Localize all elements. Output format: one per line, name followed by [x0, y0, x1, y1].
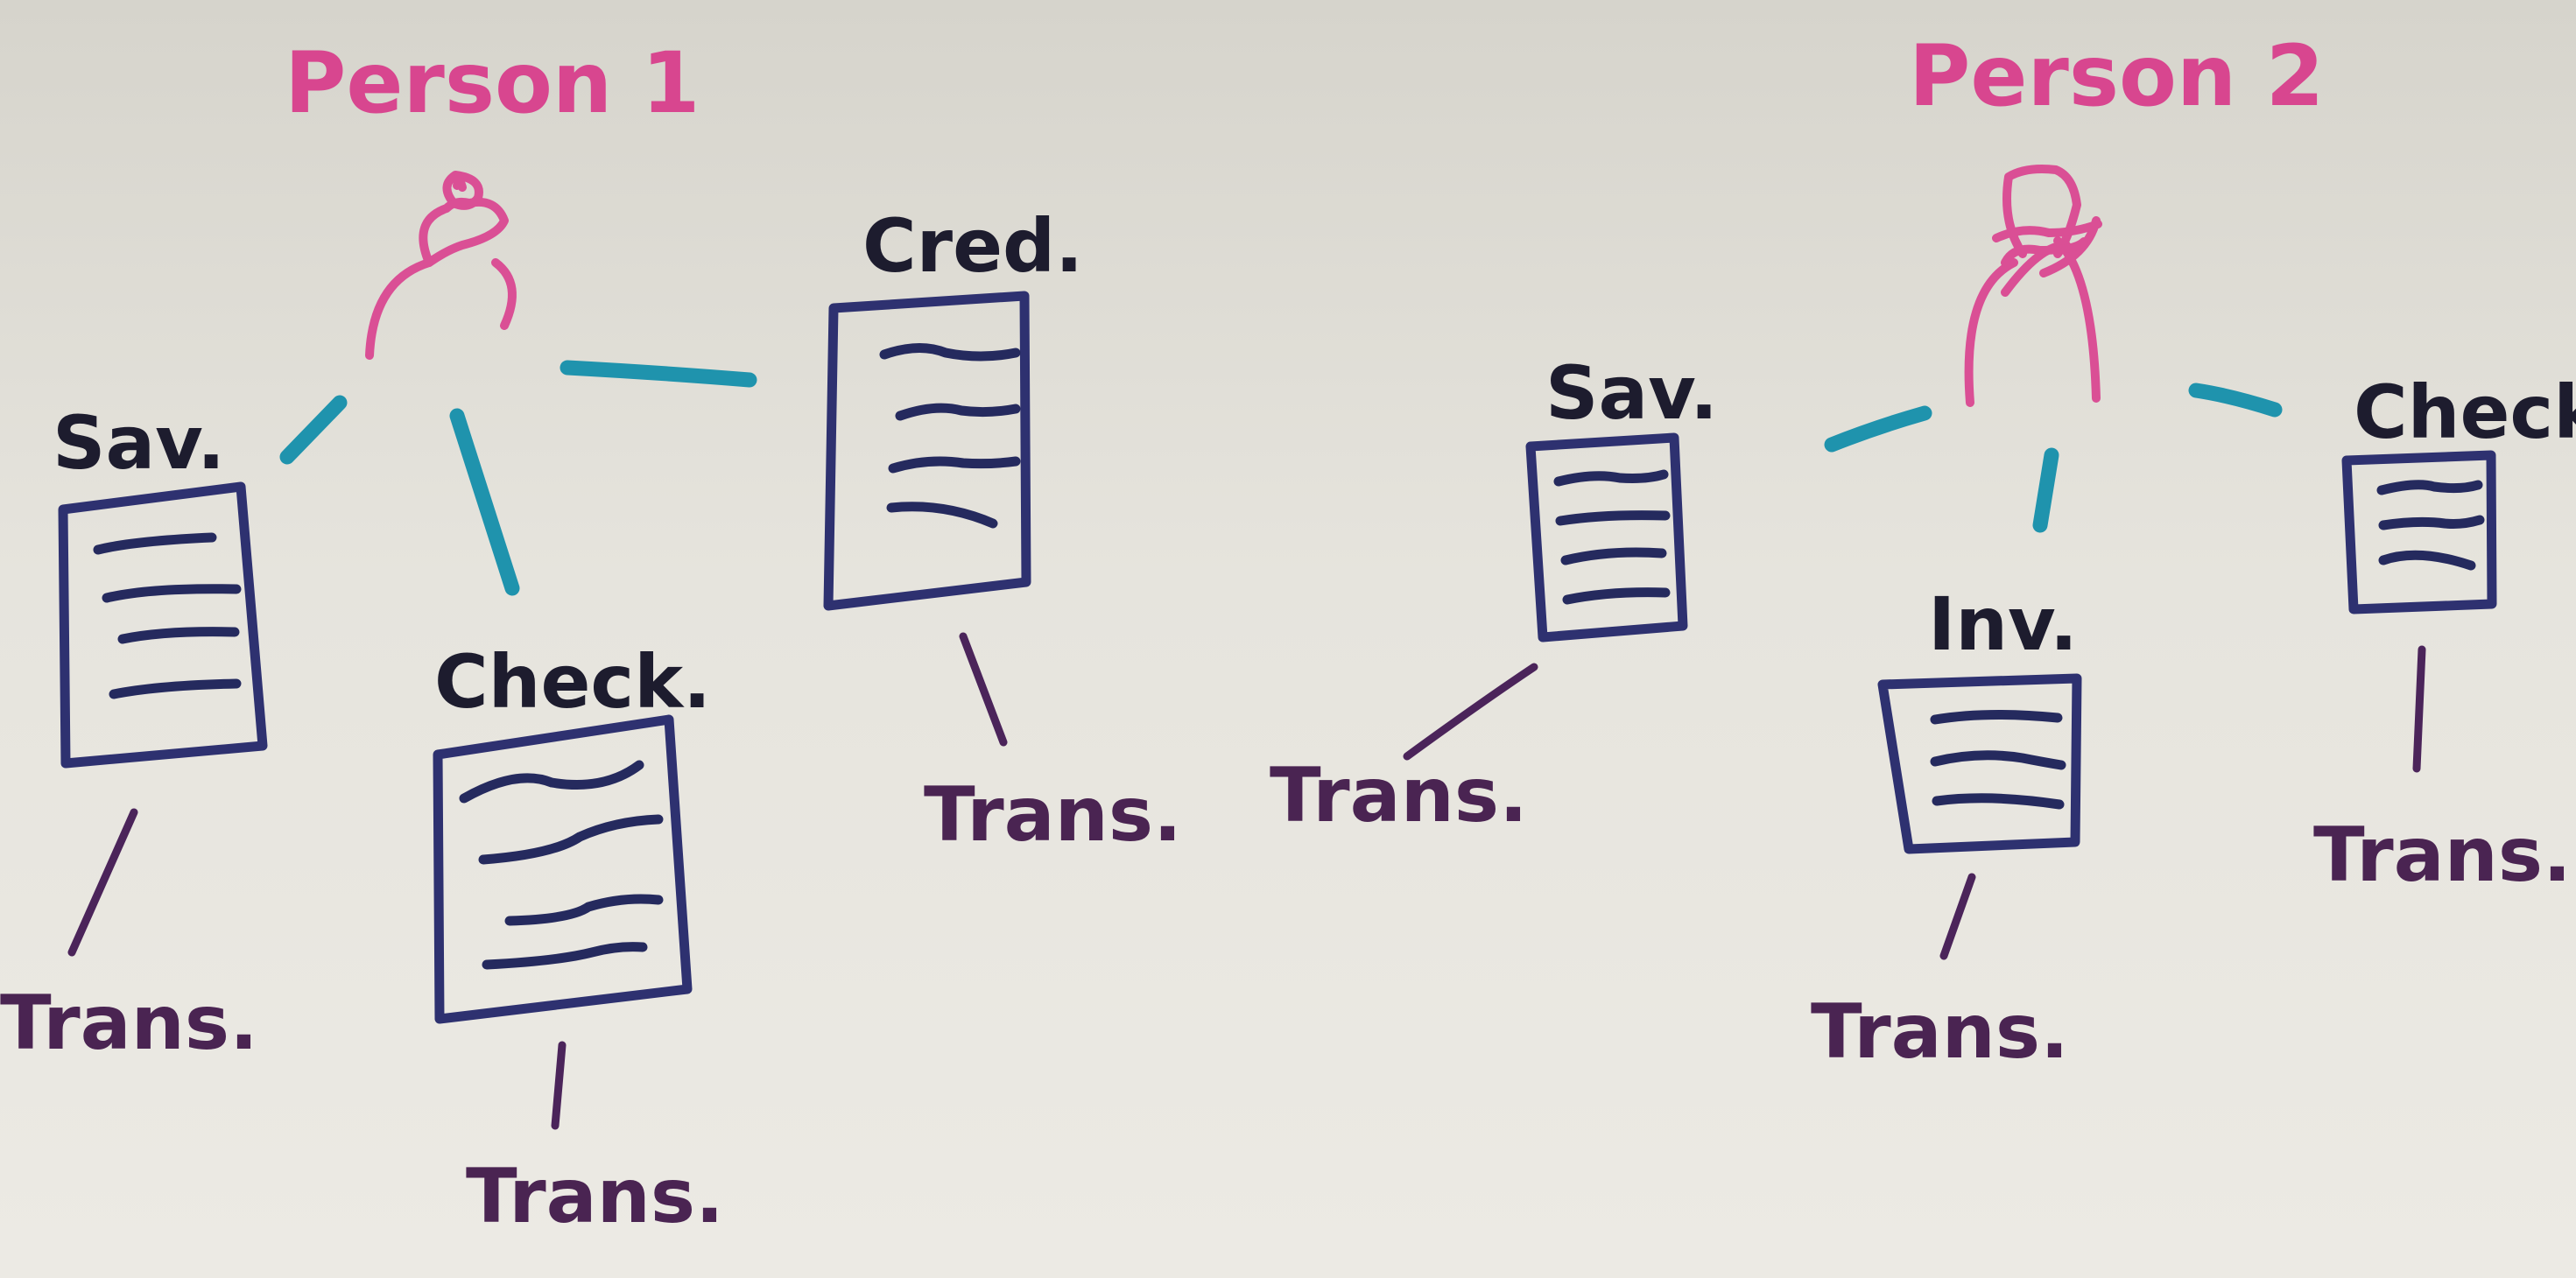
person-1-savings-label: Sav.: [53, 400, 225, 486]
person-2-checking-link: [2188, 383, 2283, 418]
person-2-icon: [1964, 165, 2102, 407]
person-1-checking-link: [449, 408, 520, 596]
checking-document-icon: [2341, 450, 2497, 614]
person-2-checking: Check. Trans.: [2313, 369, 2576, 899]
person-2-savings-label: Sav.: [1545, 350, 1718, 436]
person-1-checking: Check. Trans.: [433, 639, 724, 1240]
person-2-checking-trans-link: [2412, 645, 2426, 773]
person-1-checking-label: Check.: [434, 639, 711, 725]
savings-document-icon: [1525, 432, 1688, 643]
person-1-credit-label: Cred.: [862, 203, 1083, 289]
person-2-savings-trans: Trans.: [1270, 752, 1528, 839]
person-2-savings: Sav. Trans.: [1270, 350, 1718, 839]
person-2-investment-trans-link: [1939, 873, 1976, 960]
investment-document-icon: [1877, 673, 2082, 854]
person-1-checking-trans-link: [551, 1041, 567, 1130]
person-2-checking-label: Check.: [2354, 369, 2576, 455]
person-1-savings-trans-link: [67, 808, 138, 957]
checking-document-icon: [433, 714, 693, 1024]
person-2-group: Person 2 Sav. Trans. Inv.: [1270, 27, 2576, 1076]
person-2-investment-link: [2032, 447, 2059, 533]
person-2-label: Person 2: [1909, 27, 2324, 125]
person-2-investment-label: Inv.: [1928, 581, 2078, 667]
person-1-savings: Sav. Trans.: [0, 400, 268, 1067]
person-1-icon: [365, 171, 517, 360]
person-2-savings-trans-link: [1403, 663, 1538, 761]
savings-document-icon: [58, 481, 268, 769]
person-1-credit-link: [560, 360, 757, 388]
person-1-savings-trans: Trans.: [0, 980, 258, 1067]
person-1-savings-link: [279, 395, 348, 465]
person-1-label: Person 1: [285, 34, 700, 132]
person-2-investment: Inv. Trans.: [1811, 581, 2082, 1076]
person-1-checking-trans: Trans.: [466, 1153, 724, 1240]
person-1-group: Person 1 Sav. Trans. Check.: [0, 34, 1182, 1240]
person-2-savings-link: [1824, 405, 1932, 453]
person-1-credit-trans: Trans.: [924, 771, 1182, 859]
person-1-credit-trans-link: [959, 632, 1008, 747]
person-1-credit: Cred. Trans.: [823, 203, 1182, 859]
credit-document-icon: [823, 291, 1031, 611]
person-2-investment-trans: Trans.: [1811, 988, 2069, 1076]
person-2-checking-trans: Trans.: [2313, 811, 2572, 899]
